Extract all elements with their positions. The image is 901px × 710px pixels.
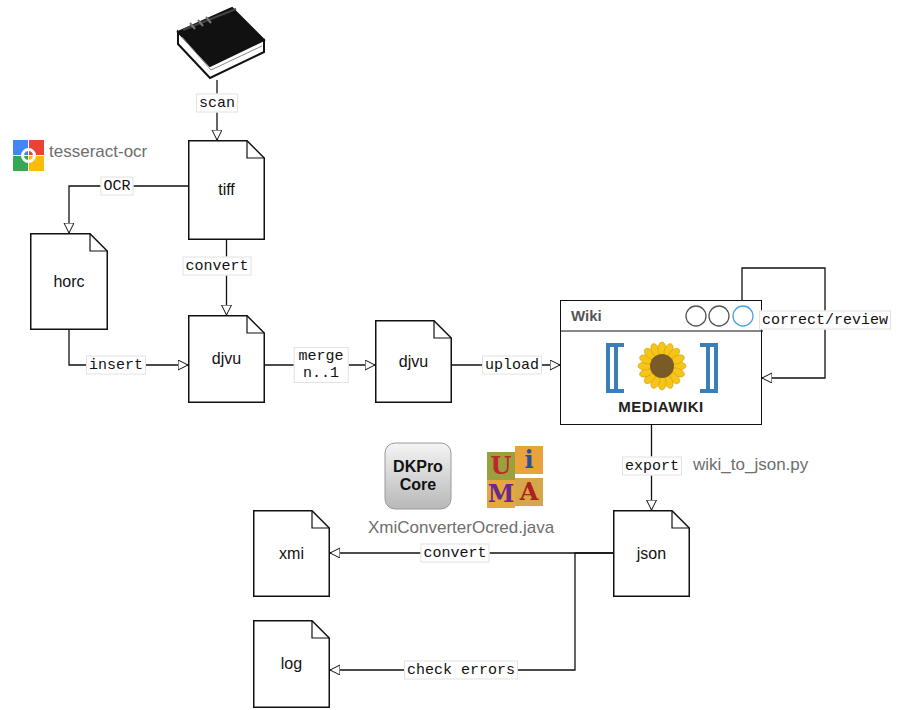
logo-letter: i bbox=[515, 446, 543, 474]
step-label: scan bbox=[196, 94, 238, 113]
logo-letter: A bbox=[515, 478, 543, 506]
logo-text: MEDIAWIKI bbox=[561, 398, 761, 415]
step-label: OCR bbox=[100, 177, 133, 196]
logo-text: DKPro Core bbox=[390, 458, 446, 494]
file-type: log bbox=[281, 655, 302, 673]
document-node: djvu bbox=[375, 320, 452, 403]
wiki-window: WikiMEDIAWIKI bbox=[560, 300, 762, 425]
flow-arrow bbox=[226, 240, 227, 315]
document-node: json bbox=[613, 510, 690, 597]
step-label: insert bbox=[86, 356, 146, 375]
flow-arrow bbox=[330, 553, 613, 670]
step-label: convert bbox=[420, 544, 489, 563]
file-type: horc bbox=[53, 273, 84, 291]
window-title: Wiki bbox=[571, 307, 602, 324]
document-node: tiff bbox=[188, 140, 265, 240]
step-label: check errors bbox=[404, 661, 518, 680]
uima-icon bbox=[487, 446, 543, 508]
document-node: djvu bbox=[188, 315, 265, 403]
document-node: xmi bbox=[253, 510, 330, 597]
file-type: djvu bbox=[399, 353, 428, 371]
tool-name: tesseract-ocr bbox=[49, 142, 147, 162]
dkpro-icon bbox=[385, 443, 451, 509]
file-type: djvu bbox=[212, 350, 241, 368]
file-type: tiff bbox=[218, 181, 235, 199]
google-icon bbox=[13, 140, 44, 171]
step-label: merge n..1 bbox=[294, 347, 349, 383]
document-node: horc bbox=[30, 233, 108, 330]
step-label: correct/review bbox=[759, 311, 891, 330]
logo-letter: M bbox=[487, 480, 515, 508]
step-label: upload bbox=[482, 356, 542, 375]
logo-letter: U bbox=[487, 452, 515, 480]
file-type: json bbox=[637, 545, 666, 563]
step-label: export bbox=[622, 457, 682, 476]
script-name: wiki_to_json.py bbox=[693, 455, 808, 475]
step-label: convert bbox=[182, 257, 251, 276]
script-name: XmiConverterOcred.java bbox=[368, 518, 554, 538]
file-type: xmi bbox=[279, 545, 304, 563]
document-node: log bbox=[253, 620, 330, 708]
book-icon bbox=[178, 8, 264, 78]
